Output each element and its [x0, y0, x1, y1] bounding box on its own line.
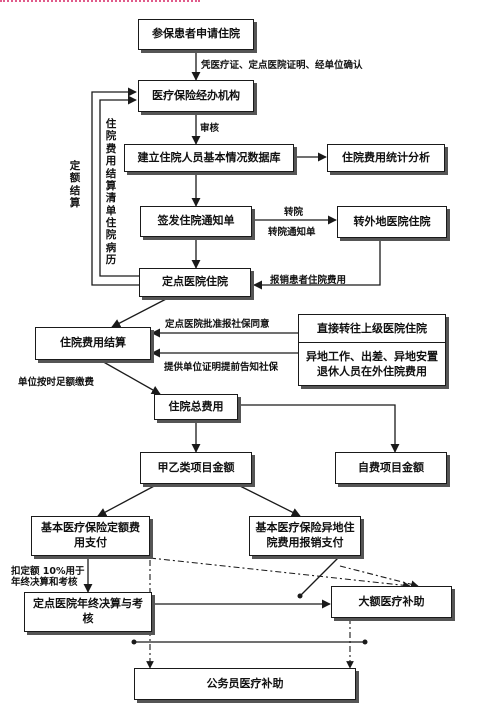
- node-major: 大额医疗补助: [331, 586, 452, 618]
- label-fixed-settle: 定额结算: [69, 160, 81, 210]
- label-approve: 定点医院批准报社保同意: [165, 319, 270, 330]
- label-deduct-line1: 扣定额 10%用于: [11, 566, 85, 577]
- label-settle-list: 住院费用结算清单住院病历: [105, 118, 117, 267]
- node-superior: 直接转往上级医院住院: [299, 315, 445, 343]
- top-edge-mark: [0, 0, 200, 6]
- label-credentials: 凭医疗证、定点医院证明、经单位确认: [201, 60, 363, 71]
- label-deduct: 扣定额 10%用于 年终决算和考核: [11, 566, 85, 589]
- node-designated: 定点医院住院: [139, 268, 251, 297]
- node-class-ab: 甲乙类项目金额: [140, 452, 252, 484]
- node-selfpay: 自费项目金额: [335, 452, 447, 484]
- label-transfer: 转院: [284, 207, 304, 218]
- node-database: 建立住院人员基本情况数据库: [124, 144, 294, 172]
- node-stats: 住院费用统计分析: [327, 144, 445, 172]
- label-deduct-line2: 年终决算和考核: [11, 577, 78, 589]
- node-agency: 医疗保险经办机构: [138, 80, 254, 112]
- node-settle: 住院费用结算: [35, 327, 151, 360]
- label-pay: 单位按时足额缴费: [18, 377, 95, 388]
- label-prove: 提供单位证明提前告知社保: [164, 362, 279, 373]
- label-review: 审核: [200, 123, 220, 134]
- node-basic-remote: 基本医疗保险异地住院费用报销支付: [249, 516, 361, 556]
- node-total: 住院总费用: [154, 394, 238, 420]
- node-annual: 定点医院年终决算与考核: [24, 592, 152, 632]
- node-stack-external: 直接转往上级医院住院 异地工作、出差、异地安置退休人员在外住院费用: [298, 314, 446, 386]
- label-reimburse: 报销患者住院费用: [270, 275, 347, 286]
- node-transfer: 转外地医院住院: [337, 206, 447, 238]
- label-transfer-notice: 转院通知单: [268, 227, 316, 238]
- node-basic-fixed: 基本医疗保险定额费用支付: [31, 516, 150, 556]
- node-remote: 异地工作、出差、异地安置退休人员在外住院费用: [306, 349, 438, 378]
- node-notice: 签发住院通知单: [140, 206, 252, 237]
- node-apply: 参保患者申请住院: [138, 19, 254, 50]
- node-civil: 公务员医疗补助: [134, 668, 356, 700]
